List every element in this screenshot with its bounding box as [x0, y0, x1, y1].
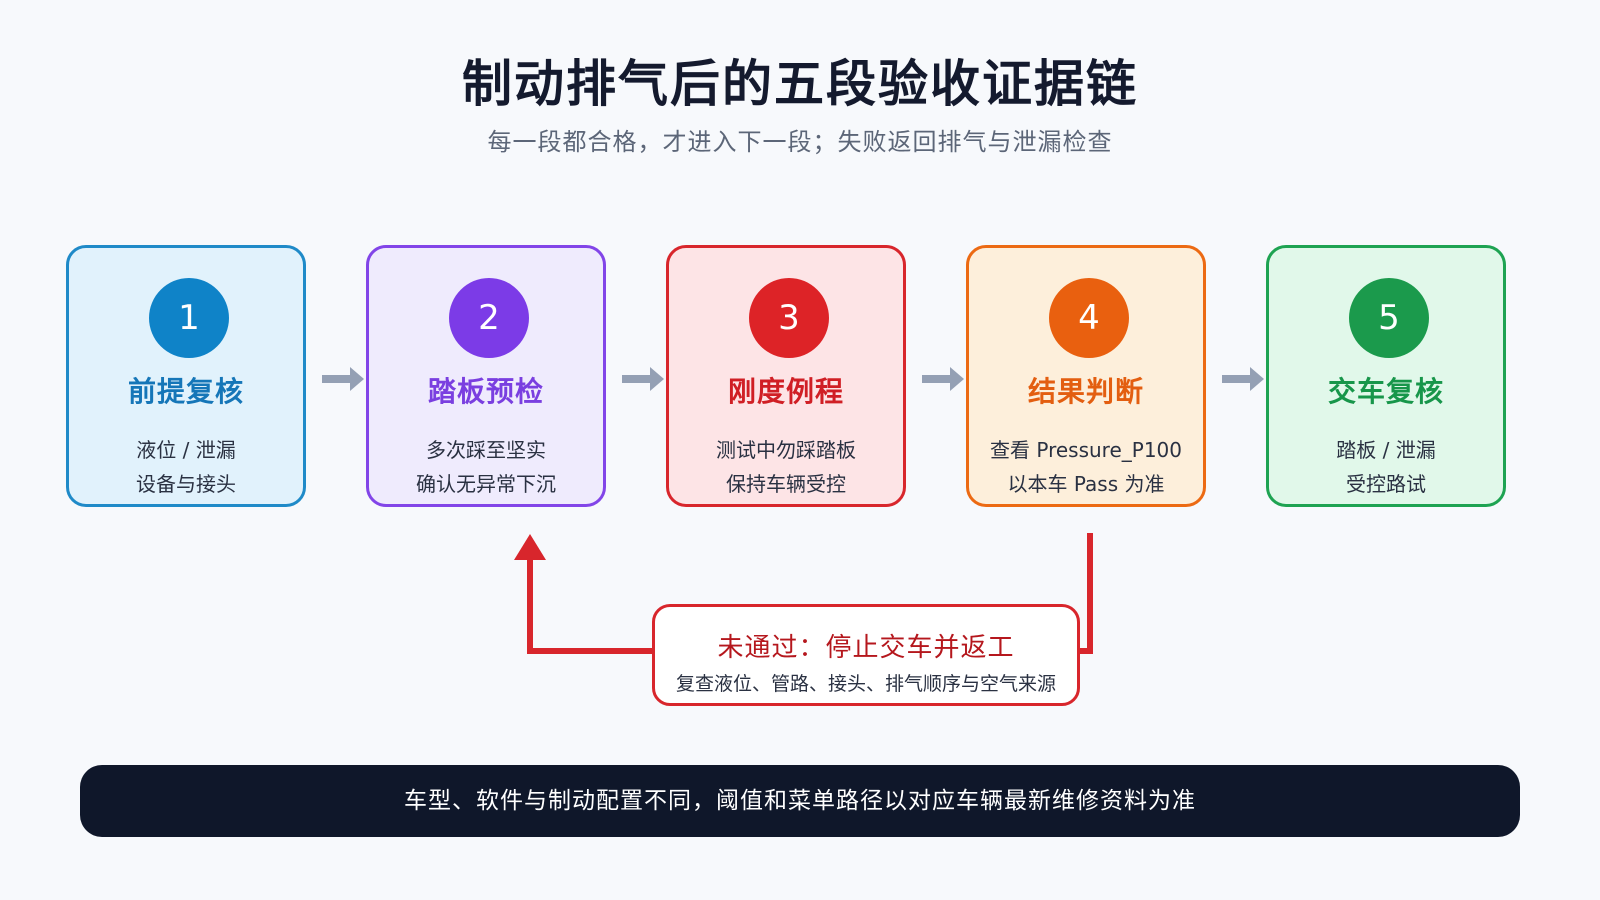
step-title: 结果判断 [1027, 375, 1144, 408]
step-title: 刚度例程 [727, 375, 844, 408]
page-title: 制动排气后的五段验收证据链 [462, 55, 1138, 113]
step-card-5: 5 交车复核 踏板 / 泄漏 受控路试 [1266, 245, 1506, 507]
arrow-right-icon [622, 367, 664, 391]
step-detail-line-2: 以本车 Pass 为准 [1007, 472, 1165, 496]
arrow-up-icon [514, 534, 546, 560]
step-card-1: 1 前提复核 液位 / 泄漏 设备与接头 [66, 245, 306, 507]
failure-callout: 未通过：停止交车并返工 复查液位、管路、接头、排气顺序与空气来源 [652, 604, 1080, 706]
step-card-2: 2 踏板预检 多次踩至坚实 确认无异常下沉 [366, 245, 606, 507]
arrow-right-icon [1222, 367, 1264, 391]
step-detail-line-1: 多次踩至坚实 [426, 438, 546, 462]
step-card-4: 4 结果判断 查看 Pressure_P100 以本车 Pass 为准 [966, 245, 1206, 507]
step-detail-line-2: 确认无异常下沉 [416, 472, 556, 496]
arrow-right-icon [922, 367, 964, 391]
step-detail-line-1: 踏板 / 泄漏 [1336, 438, 1436, 462]
arrow-right-icon [322, 367, 364, 391]
failure-detail: 复查液位、管路、接头、排气顺序与空气来源 [675, 673, 1056, 695]
step-detail-line-1: 查看 Pressure_P100 [990, 438, 1182, 462]
step-detail-line-2: 受控路试 [1346, 472, 1426, 496]
step-detail-line-2: 设备与接头 [136, 472, 236, 496]
step-detail-line-1: 液位 / 泄漏 [136, 438, 236, 462]
step-number-badge: 1 [149, 278, 229, 358]
failure-title: 未通过：停止交车并返工 [717, 633, 1015, 663]
step-card-3: 3 刚度例程 测试中勿踩踏板 保持车辆受控 [666, 245, 906, 507]
page-subtitle: 每一段都合格，才进入下一段；失败返回排气与泄漏检查 [487, 128, 1113, 156]
step-number-badge: 3 [749, 278, 829, 358]
footer-note-banner: 车型、软件与制动配置不同，阈值和菜单路径以对应车辆最新维修资料为准 [80, 765, 1520, 837]
step-number-badge: 4 [1049, 278, 1129, 358]
step-title: 踏板预检 [427, 375, 544, 408]
step-number-badge: 2 [449, 278, 529, 358]
feedback-line-to-step-2 [527, 558, 656, 654]
step-detail-line-1: 测试中勿踩踏板 [716, 438, 856, 462]
step-number-badge: 5 [1349, 278, 1429, 358]
step-title: 交车复核 [1327, 375, 1444, 408]
step-title: 前提复核 [127, 375, 244, 408]
step-detail-line-2: 保持车辆受控 [726, 472, 846, 496]
